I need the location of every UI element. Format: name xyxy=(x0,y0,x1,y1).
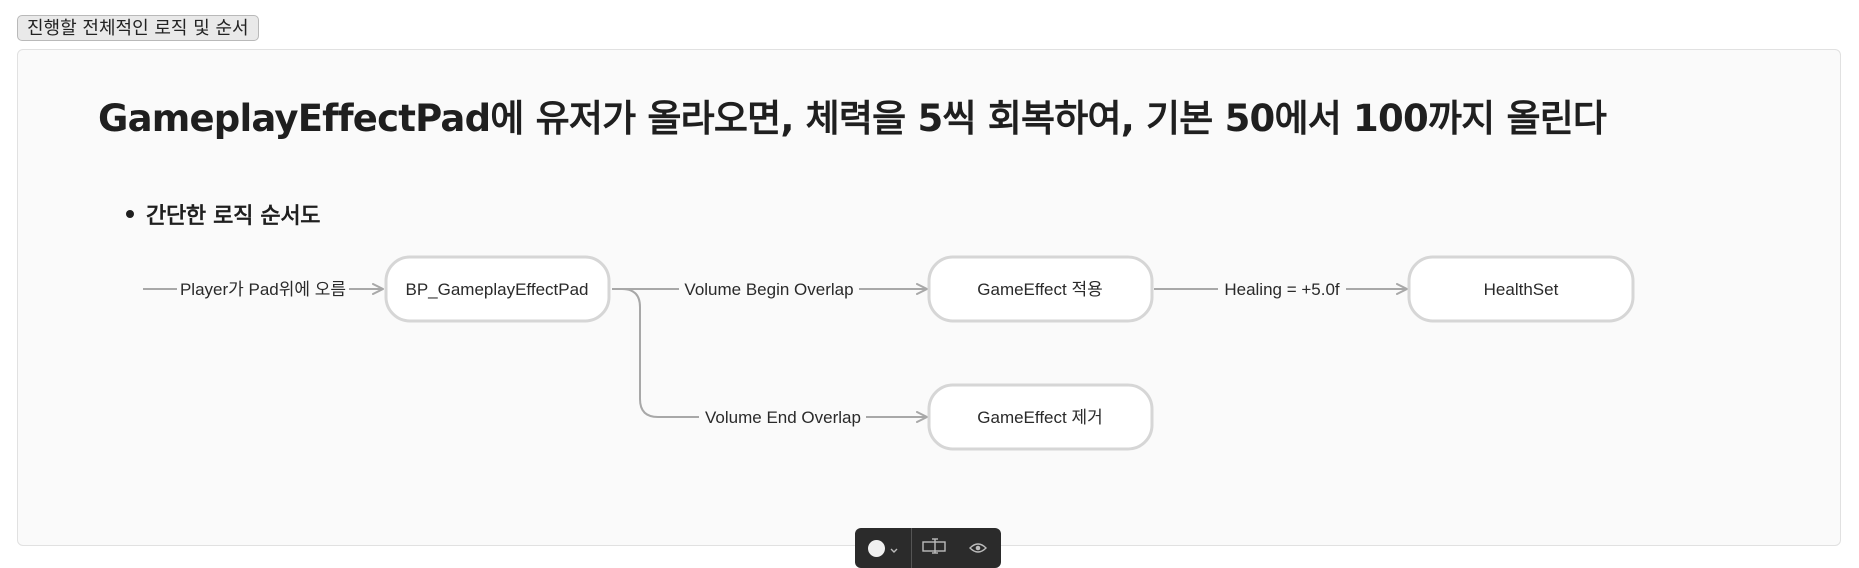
chevron-down-icon xyxy=(890,539,898,558)
node-game-effect-apply[interactable]: GameEffect 적용 xyxy=(927,255,1154,323)
page-title: GameplayEffectPad에 유저가 올라오면, 체력을 5씩 회복하여… xyxy=(98,97,1607,140)
node-health-set[interactable]: HealthSet xyxy=(1407,255,1635,323)
edge-healing: Healing = +5.0f xyxy=(1154,280,1408,299)
edge-label-begin-overlap: Volume Begin Overlap xyxy=(684,280,853,299)
edge-label-healing: Healing = +5.0f xyxy=(1224,280,1340,299)
edge-label-player-enter: Player가 Pad위에 오름 xyxy=(180,280,346,299)
node-game-effect-remove[interactable]: GameEffect 제거 xyxy=(927,383,1154,451)
edge-label-end-overlap: Volume End Overlap xyxy=(705,408,861,427)
color-picker-button[interactable] xyxy=(855,528,911,568)
bullet-item: 간단한 로직 순서도 xyxy=(126,198,321,230)
floating-toolbar xyxy=(855,528,1001,568)
eye-icon xyxy=(969,539,987,558)
preview-button[interactable] xyxy=(958,528,998,568)
bullet-text: 간단한 로직 순서도 xyxy=(146,204,321,229)
text-cursor-button[interactable] xyxy=(912,528,958,568)
bullet-dot xyxy=(126,210,134,218)
node-label-remove: GameEffect 제거 xyxy=(977,408,1102,427)
toolbar-divider xyxy=(911,528,912,568)
text-cursor-icon xyxy=(922,538,948,558)
edge-begin-overlap: Volume Begin Overlap xyxy=(612,280,928,299)
toggle-button[interactable]: 진행할 전체적인 로직 및 순서 xyxy=(17,15,259,41)
node-label-health: HealthSet xyxy=(1484,280,1559,299)
edge-end-overlap: Volume End Overlap xyxy=(612,288,928,427)
node-label-pad: BP_GameplayEffectPad xyxy=(405,280,588,299)
node-gameplay-effect-pad[interactable]: BP_GameplayEffectPad xyxy=(384,255,611,323)
edge-player-enter: Player가 Pad위에 오름 xyxy=(143,280,384,299)
circle-color-icon xyxy=(868,539,885,557)
node-label-apply: GameEffect 적용 xyxy=(977,280,1102,299)
